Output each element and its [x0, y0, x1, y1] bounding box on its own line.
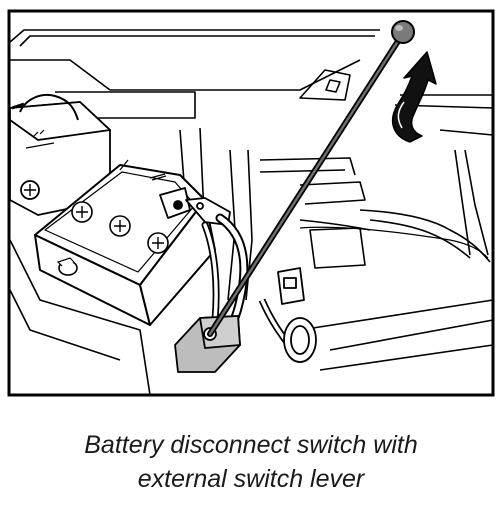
figure-caption: Battery disconnect switch with external … [0, 428, 502, 496]
rotation-arrow-icon [391, 51, 437, 143]
sensor-wire [299, 226, 489, 259]
cable-icon [19, 94, 79, 121]
vent-cap-icon-1 [71, 201, 93, 223]
caption-line-2: external switch lever [137, 465, 365, 493]
caption-line-1: Battery disconnect switch with [84, 431, 418, 459]
switch-lever-icon [207, 20, 415, 337]
connector-plug [258, 267, 317, 363]
lever-knob-icon [391, 20, 415, 44]
vent-cap-icon-2 [109, 215, 131, 237]
vent-cap-icon [20, 180, 40, 200]
battery-vent-caps [56, 201, 169, 276]
battery-disconnect-illustration [7, 9, 495, 397]
vent-cap-icon-3 [147, 232, 169, 254]
disconnect-switch-housing [174, 315, 241, 373]
engine-bay-background [9, 29, 494, 396]
